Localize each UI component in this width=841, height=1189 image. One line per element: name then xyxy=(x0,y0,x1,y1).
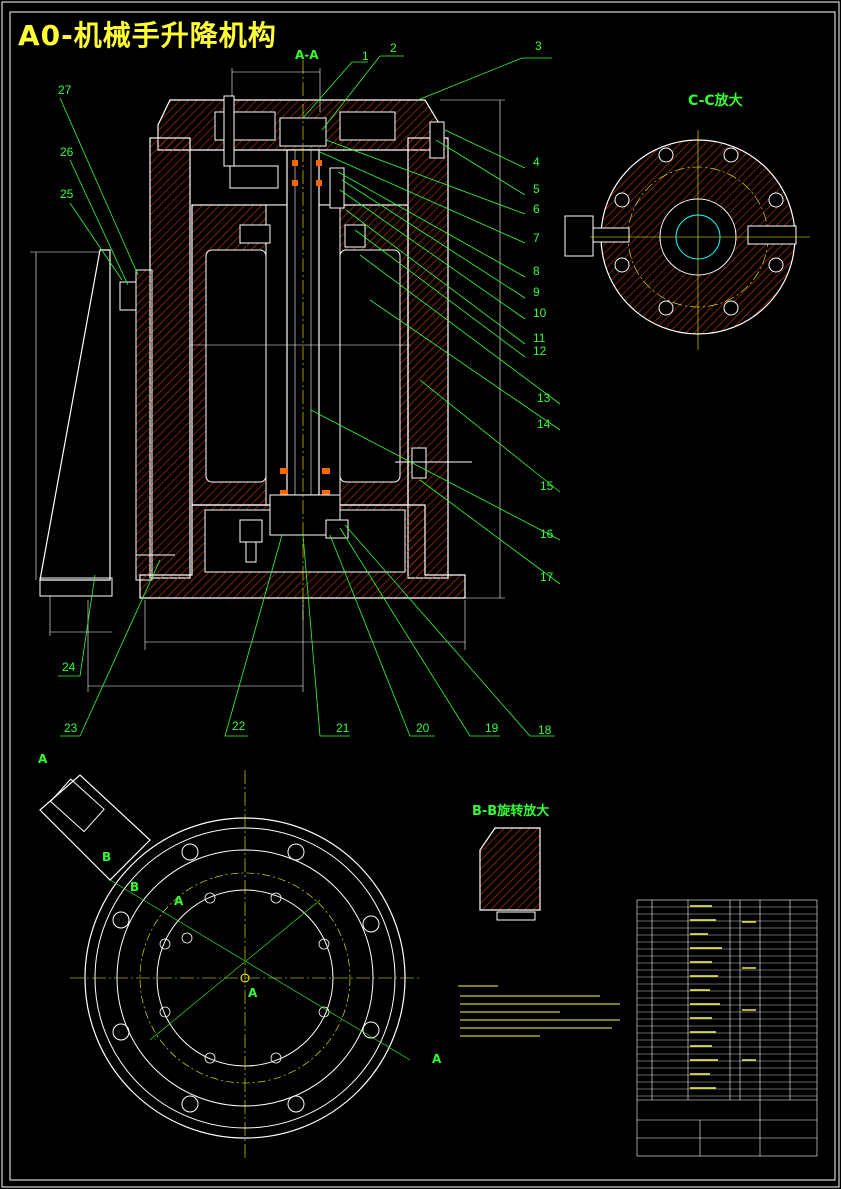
part-number-27: 27 xyxy=(58,83,72,97)
parts-list-rows xyxy=(637,906,817,1097)
view-mark-b-lower: B xyxy=(130,880,140,894)
bb-section xyxy=(479,827,541,911)
part-number-13: 13 xyxy=(537,391,551,405)
view-mark-a-top: A xyxy=(38,752,48,766)
part-number-4: 4 xyxy=(533,155,540,169)
part-number-23: 23 xyxy=(64,721,78,735)
outer-wall-left xyxy=(149,137,191,579)
plan-view xyxy=(39,770,420,1160)
part-number-17: 17 xyxy=(540,570,554,584)
detail-cc-label: C-C放大 xyxy=(688,93,743,109)
part-number-1: 1 xyxy=(362,49,369,63)
part-number-24: 24 xyxy=(62,660,76,674)
part-number-19: 19 xyxy=(485,721,499,735)
part-number-14: 14 xyxy=(537,417,551,431)
part-number-10: 10 xyxy=(533,306,547,320)
part-number-22: 22 xyxy=(232,719,246,733)
view-mark-a-bottom: A xyxy=(432,1052,442,1066)
view-mark-a-left: A xyxy=(174,894,184,908)
parts-list-glyphs xyxy=(690,905,756,1089)
section-aa-label: A-A xyxy=(295,48,319,62)
inner-frame xyxy=(9,11,836,1181)
part-number-16: 16 xyxy=(540,527,554,541)
detail-bb-view xyxy=(479,827,541,921)
part-number-18: 18 xyxy=(538,723,552,737)
part-number-20: 20 xyxy=(416,721,430,735)
parts-list-table xyxy=(636,899,818,1157)
part-number-21: 21 xyxy=(336,721,350,735)
plan-arm-bracket xyxy=(39,774,151,881)
part-number-5: 5 xyxy=(533,182,540,196)
part-number-7: 7 xyxy=(533,231,540,245)
dimension-lines xyxy=(30,68,505,692)
section-aa-view xyxy=(30,60,505,692)
view-mark-a-center: A xyxy=(248,986,258,1000)
part-number-2: 2 xyxy=(390,41,397,55)
part-number-12: 12 xyxy=(533,344,547,358)
view-mark-b-upper: B xyxy=(102,850,112,864)
sheet-title: A0-机械手升降机构 xyxy=(18,19,277,52)
detail-bb-label: B-B旋转放大 xyxy=(472,804,550,819)
detail-cc-view xyxy=(564,130,810,350)
part-number-26: 26 xyxy=(60,145,74,159)
part-number-9: 9 xyxy=(533,285,540,299)
left-bracket xyxy=(39,249,111,581)
technical-notes-glyphs xyxy=(458,985,620,1037)
part-number-6: 6 xyxy=(533,202,540,216)
part-number-15: 15 xyxy=(540,479,554,493)
part-number-3: 3 xyxy=(535,39,542,53)
part-number-11: 11 xyxy=(533,331,546,345)
part-number-25: 25 xyxy=(60,187,74,201)
leader-lines xyxy=(58,55,561,737)
part-number-8: 8 xyxy=(533,264,540,278)
